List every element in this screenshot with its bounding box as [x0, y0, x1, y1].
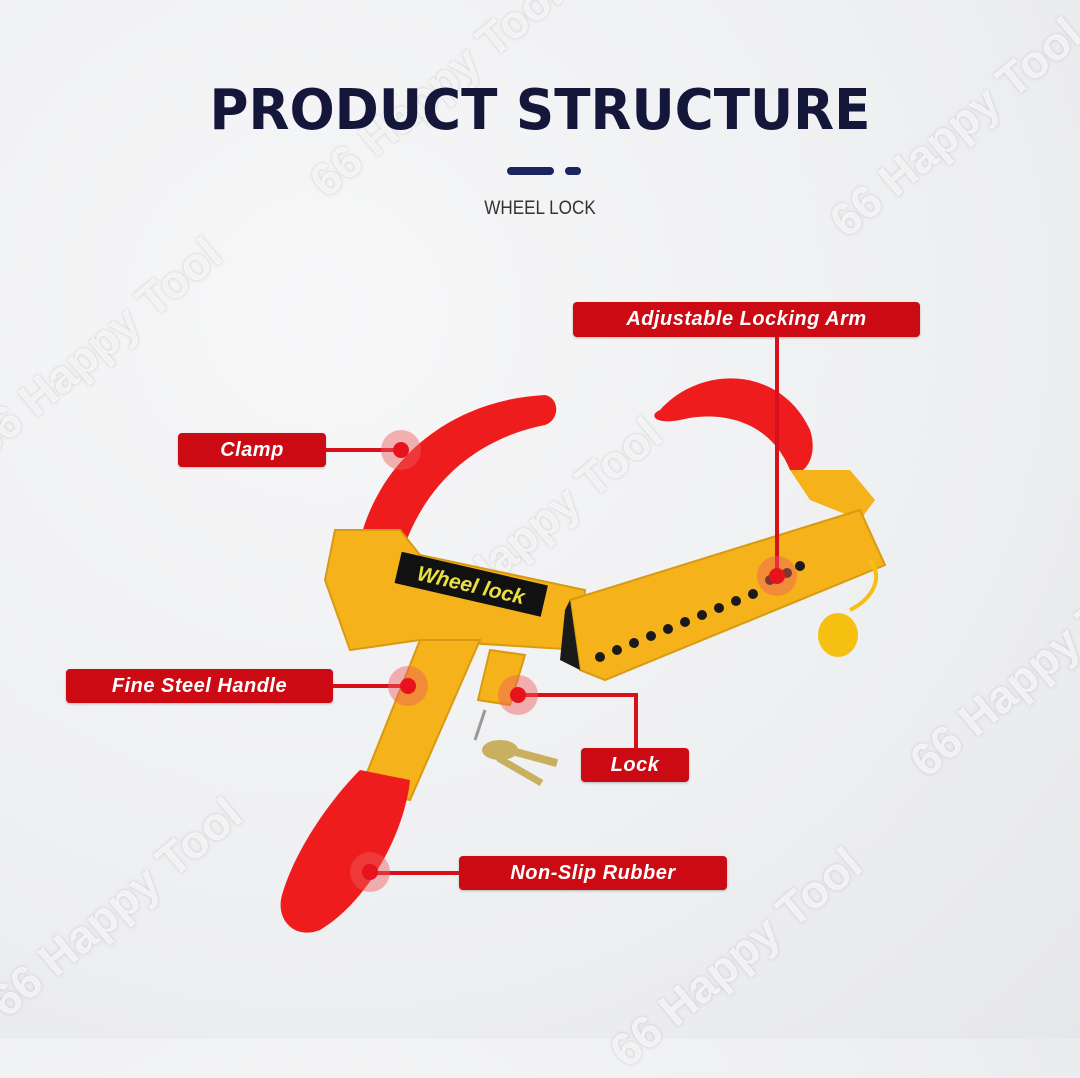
- callout-line: [326, 448, 401, 452]
- callout-adjustable-locking-arm: Adjustable Locking Arm: [573, 302, 920, 337]
- page-title: PRODUCT STRUCTURE: [209, 78, 871, 143]
- callout-line: [516, 693, 638, 697]
- callout-non-slip-rubber: Non-Slip Rubber: [459, 856, 727, 890]
- callout-clamp: Clamp: [178, 433, 326, 467]
- callout-marker: [498, 675, 538, 715]
- callout-lock: Lock: [581, 748, 689, 782]
- callout-marker: [350, 852, 390, 892]
- callout-marker: [388, 666, 428, 706]
- callout-fine-steel-handle: Fine Steel Handle: [66, 669, 333, 703]
- callout-line: [373, 871, 459, 875]
- wheel-lock-illustration: Wheel lock: [280, 378, 887, 933]
- callout-line: [775, 337, 779, 577]
- callout-marker: [757, 556, 797, 596]
- page-subtitle: WHEEL LOCK: [484, 198, 596, 219]
- callout-line: [634, 693, 638, 749]
- callout-line: [333, 684, 408, 688]
- callout-marker: [381, 430, 421, 470]
